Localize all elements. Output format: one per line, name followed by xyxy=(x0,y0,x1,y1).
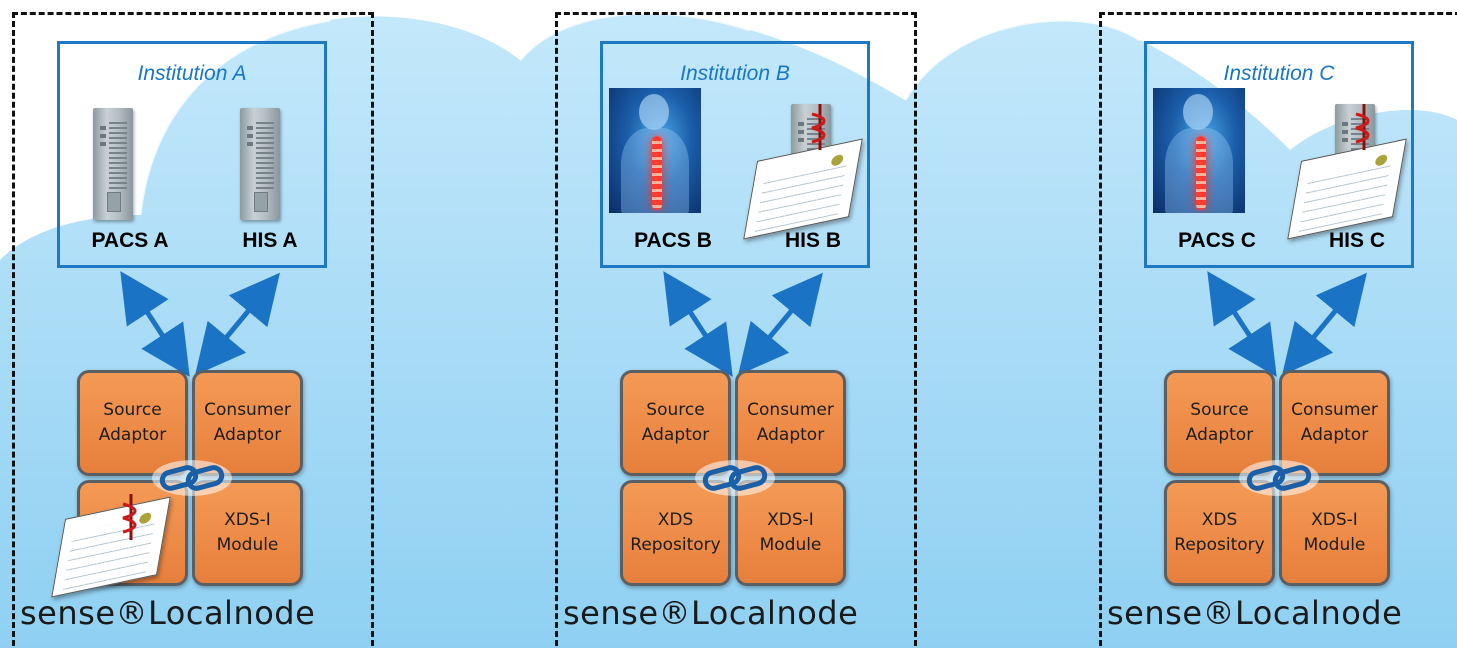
localnode-module: Source Adaptor Consumer Adaptor XDS-I Mo… xyxy=(51,370,307,598)
source-adaptor-label: Source Adaptor xyxy=(98,399,167,446)
consumer-adaptor-label: Consumer Adaptor xyxy=(1291,399,1378,446)
medical-document-icon xyxy=(1287,138,1407,240)
chain-link-icon xyxy=(695,460,775,496)
site-b: Institution B PACS B HIS B Source Adapto… xyxy=(555,12,917,646)
pacs-label: PACS C xyxy=(1178,229,1256,252)
institution-box: Institution B PACS B HIS B xyxy=(600,41,870,268)
xray-spine-icon xyxy=(609,88,701,213)
repository-label: XDS Repository xyxy=(630,509,721,556)
xdsi-module-label: XDS-I Module xyxy=(216,509,279,556)
his-label: HIS C xyxy=(1328,229,1385,252)
pacs-label: PACS B xyxy=(634,229,712,252)
localnode-boundary xyxy=(12,12,374,646)
source-adaptor-label: Source Adaptor xyxy=(1185,399,1254,446)
xdsi-module-tile: XDS-I Module xyxy=(735,480,846,586)
xdsi-module-tile: XDS-I Module xyxy=(1279,480,1390,586)
consumer-adaptor-tile: Consumer Adaptor xyxy=(1279,370,1390,476)
pacs-server-icon xyxy=(93,108,133,220)
consumer-adaptor-label: Consumer Adaptor xyxy=(747,399,834,446)
localnode-boundary xyxy=(555,12,917,646)
source-adaptor-tile: Source Adaptor xyxy=(1164,370,1275,476)
consumer-adaptor-label: Consumer Adaptor xyxy=(204,399,291,446)
localnode-module: Source Adaptor Consumer Adaptor XDS Repo… xyxy=(620,370,850,590)
repository-tile: XDS Repository xyxy=(620,480,731,586)
localnode-name: sense®Localnode xyxy=(20,594,316,632)
consumer-adaptor-tile: Consumer Adaptor xyxy=(735,370,846,476)
xdsi-module-tile: XDS-I Module xyxy=(192,480,303,586)
his-server-icon xyxy=(240,108,280,220)
pacs-label: PACS A xyxy=(91,229,169,252)
xray-spine-icon xyxy=(1153,88,1245,213)
institution-title: Institution C xyxy=(1223,62,1335,85)
xdsi-module-label: XDS-I Module xyxy=(759,509,822,556)
source-adaptor-tile: Source Adaptor xyxy=(620,370,731,476)
source-adaptor-tile: Source Adaptor xyxy=(77,370,188,476)
repository-tile: XDS Repository xyxy=(1164,480,1275,586)
localnode-module: Source Adaptor Consumer Adaptor XDS Repo… xyxy=(1164,370,1394,590)
his-label: HIS A xyxy=(242,229,298,252)
chain-link-icon xyxy=(152,460,232,496)
localnode-name: sense®Localnode xyxy=(1107,594,1403,632)
site-a: Institution A PACS A HIS A Source Adapto… xyxy=(12,12,374,646)
chain-link-icon xyxy=(1239,460,1319,496)
institution-box: Institution A PACS A HIS A xyxy=(57,41,327,268)
repository-label: XDS Repository xyxy=(1174,509,1265,556)
caduceus-icon xyxy=(811,104,826,150)
institution-title: Institution A xyxy=(137,62,247,85)
site-c: Institution C PACS C HIS C Source Adapto… xyxy=(1099,12,1457,646)
caduceus-icon xyxy=(1355,104,1370,150)
medical-document-icon xyxy=(743,138,863,240)
xdsi-module-label: XDS-I Module xyxy=(1303,509,1366,556)
source-adaptor-label: Source Adaptor xyxy=(641,399,710,446)
caduceus-icon xyxy=(122,494,137,540)
institution-title: Institution B xyxy=(680,62,790,85)
consumer-adaptor-tile: Consumer Adaptor xyxy=(192,370,303,476)
localnode-boundary xyxy=(1099,12,1457,646)
institution-box: Institution C PACS C HIS C xyxy=(1144,41,1414,268)
his-label: HIS B xyxy=(784,229,841,252)
localnode-name: sense®Localnode xyxy=(563,594,859,632)
